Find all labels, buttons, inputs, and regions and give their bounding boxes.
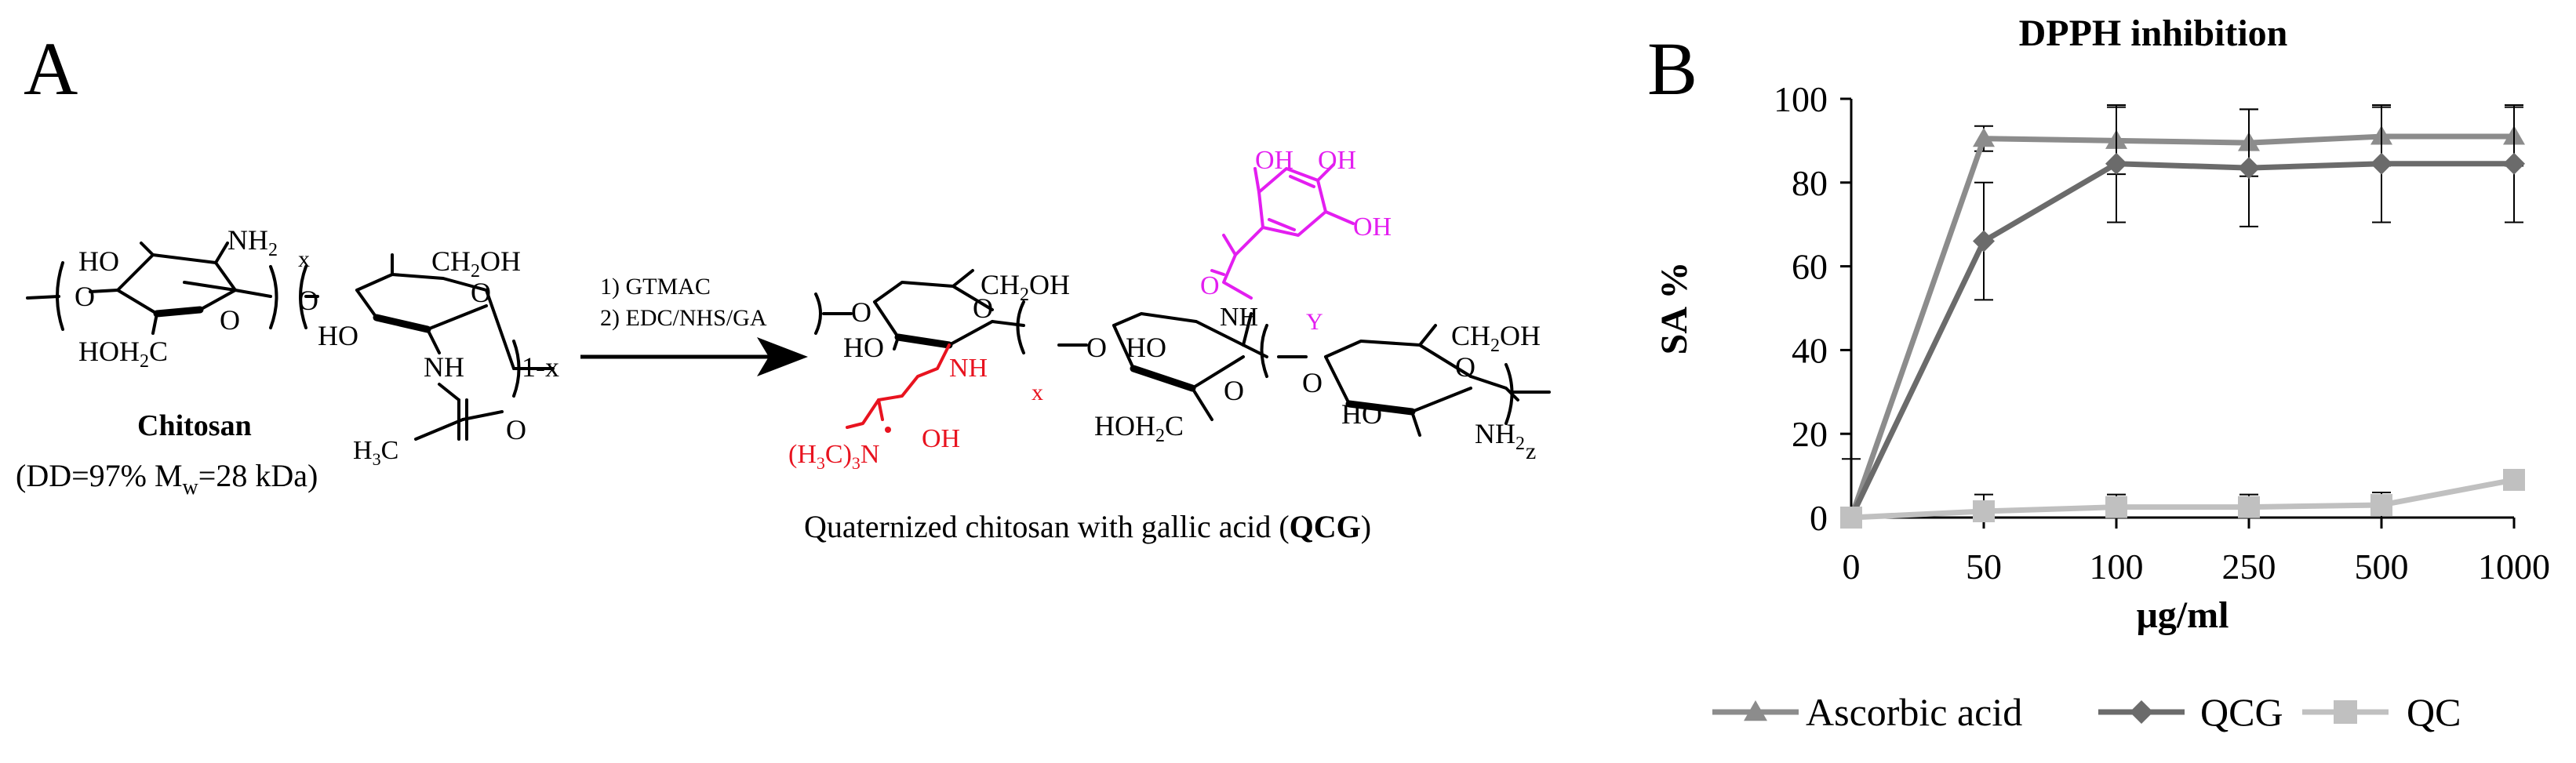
- chart-legend: Ascorbic acid QCG QC: [1712, 690, 2461, 734]
- reaction-scheme: A HO NH2 x O O: [16, 27, 1551, 544]
- atom-label: CH2OH: [1451, 320, 1541, 356]
- atom-label: O: [506, 414, 526, 445]
- atom-label: CH2OH: [431, 245, 521, 282]
- y-tick-label: 100: [1774, 79, 1828, 119]
- x-tick-label: 0: [1843, 547, 1861, 587]
- atom-label: NH: [424, 351, 464, 383]
- legend-label: QC: [2407, 690, 2461, 734]
- atom-label: NH2: [1475, 418, 1525, 454]
- atom-label: O: [220, 304, 240, 336]
- atom-label: O: [75, 281, 95, 312]
- atom-label: O: [851, 296, 871, 328]
- y-tick-label: 80: [1792, 163, 1828, 203]
- atom-label: O: [471, 277, 491, 308]
- chart-panel: B DPPH inhibition SA % μg/ml 0 20 40 60 80 10…: [1632, 0, 2576, 759]
- chart-series: [1840, 104, 2525, 529]
- atom-label: HO: [318, 320, 358, 351]
- chitosan-dd-mw: (DD=97% Mw=28 kDa): [16, 458, 318, 500]
- x-tick-label: 50: [1966, 547, 2002, 587]
- data-point: [2370, 493, 2392, 516]
- series-line: [1850, 477, 2515, 521]
- data-point: [1973, 230, 1995, 253]
- atom-label: NH2: [227, 224, 278, 260]
- atom-label: O: [1200, 271, 1220, 300]
- panel-a-label: A: [24, 27, 78, 111]
- atom-label: CH2OH: [981, 269, 1070, 305]
- qcg-caption: Quaternized chitosan with gallic acid (Q…: [804, 509, 1371, 544]
- data-point: [2238, 496, 2260, 518]
- atom-label: OH: [1318, 146, 1356, 175]
- reaction-arrow: 1) GTMAC 2) EDC/NHS/GA: [580, 274, 808, 376]
- series-qc: [1840, 458, 2525, 529]
- x-axis-label: μg/ml: [2137, 594, 2229, 636]
- atom-label: HO: [843, 332, 884, 363]
- series-line: [1848, 133, 2514, 519]
- atom-label: O: [1455, 351, 1475, 383]
- atom-label: x: [298, 246, 310, 272]
- series-ascorbic-acid: [1840, 106, 2525, 526]
- legend-item: Ascorbic acid: [1712, 690, 2022, 734]
- x-tick-label: 1000: [2478, 547, 2550, 587]
- atom-label: HOH2C: [1094, 410, 1184, 446]
- chart-title: DPPH inhibition: [2019, 13, 2288, 54]
- atom-label: NH: [1220, 303, 1258, 332]
- atom-label: HO: [1126, 332, 1166, 363]
- atom-label: x: [1031, 380, 1043, 405]
- atom-label: O: [1224, 375, 1244, 406]
- atom-label: O: [1086, 332, 1107, 363]
- atom-label: OH: [1255, 146, 1293, 175]
- series-line: [1848, 161, 2514, 519]
- atom-label: 1-x: [522, 351, 559, 383]
- qcg-structure: CH2OH O O HO NH x (H3C)3N OH O HO O HOH2…: [788, 146, 1551, 544]
- legend-marker: [1744, 700, 1767, 721]
- data-point: [1973, 127, 1995, 147]
- atom-label: H3C: [353, 436, 398, 469]
- legend-label: Ascorbic acid: [1806, 690, 2022, 734]
- atom-label: Y: [1306, 309, 1323, 335]
- atom-label: HOH2C: [78, 336, 168, 372]
- chitosan-title: Chitosan: [137, 409, 252, 442]
- data-point: [2105, 496, 2127, 518]
- data-point: [2503, 468, 2525, 491]
- reagent-step-1: 1) GTMAC: [600, 274, 711, 300]
- y-tick-label: 20: [1792, 414, 1828, 454]
- atom-label: O: [973, 292, 993, 324]
- quaternary-ammonium-label: (H3C)3N: [788, 440, 879, 473]
- legend-marker: [2334, 700, 2357, 724]
- series-qcg: [1840, 104, 2525, 529]
- legend-item: QCG: [2098, 690, 2283, 734]
- data-point: [1840, 507, 1862, 529]
- legend-label: QCG: [2200, 690, 2283, 734]
- atom-label: O: [1302, 367, 1323, 398]
- atom-label: NH: [949, 354, 988, 383]
- scheme-panel: A HO NH2 x O O: [16, 27, 1551, 544]
- panel-b-label: B: [1647, 27, 1697, 111]
- data-point: [2370, 152, 2392, 175]
- x-tick-label: 250: [2222, 547, 2276, 587]
- atom-label: z: [1526, 438, 1536, 464]
- atom-label: O: [298, 285, 318, 316]
- atom-label: OH: [922, 424, 960, 453]
- reagent-step-2: 2) EDC/NHS/GA: [600, 305, 767, 331]
- legend-marker: [2130, 700, 2153, 724]
- y-tick-label: 40: [1792, 330, 1828, 370]
- data-point: [1973, 500, 1995, 522]
- legend-item: QC: [2302, 690, 2461, 734]
- atom-label: OH: [1353, 213, 1392, 242]
- x-tick-label: 500: [2355, 547, 2409, 587]
- y-tick-label: 60: [1792, 247, 1828, 287]
- atom-label: HO: [78, 245, 119, 277]
- y-axis-label: SA %: [1654, 262, 1695, 355]
- x-tick-label: 100: [2090, 547, 2144, 587]
- data-point: [2105, 152, 2127, 175]
- dpph-chart: B DPPH inhibition SA % μg/ml 0 20 40 60 80 10…: [1647, 13, 2550, 734]
- chitosan-structure: HO NH2 x O O O HOH2C CH2OH O HO NH 1-x H…: [16, 224, 559, 500]
- data-point: [2238, 157, 2260, 180]
- data-point: [2503, 152, 2525, 175]
- y-tick-label: 0: [1810, 498, 1828, 538]
- atom-label: HO: [1341, 398, 1382, 430]
